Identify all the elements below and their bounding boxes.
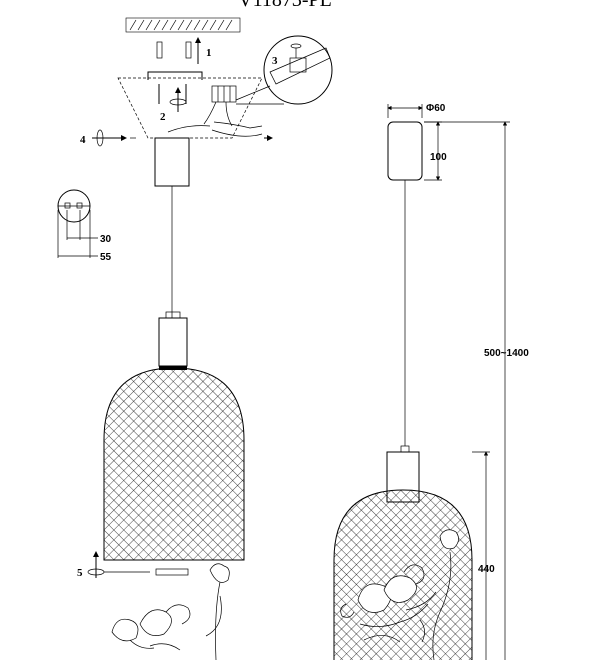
assembled-view bbox=[333, 104, 510, 660]
mounting-bracket bbox=[147, 71, 203, 80]
mesh-shade bbox=[103, 367, 245, 561]
step-4-label: 4 bbox=[80, 134, 86, 146]
wire-leads bbox=[167, 121, 263, 137]
mounting-plate-detail bbox=[57, 189, 98, 258]
canopy-diameter-dimension: Φ60 bbox=[426, 103, 446, 114]
rotate-arrow-icon bbox=[87, 551, 189, 578]
flower-decoration-icon bbox=[111, 563, 230, 660]
step-2-label: 2 bbox=[160, 111, 166, 123]
bracket-guide bbox=[117, 77, 263, 139]
total-height-dimension: 500~1400 bbox=[484, 348, 529, 359]
shade-height-dimension: 440 bbox=[478, 564, 495, 575]
step-1-label: 1 bbox=[206, 47, 212, 59]
wall-anchor-icon bbox=[156, 37, 201, 64]
ceiling-hatch bbox=[125, 17, 241, 33]
mount-inner-dimension: 30 bbox=[100, 234, 112, 245]
detail-zoom-circle bbox=[263, 35, 333, 105]
model-title: V11873-PL bbox=[238, 0, 332, 11]
mount-outer-dimension: 55 bbox=[100, 252, 112, 263]
canopy-height-dimension: 100 bbox=[430, 152, 447, 163]
step-5-label: 5 bbox=[77, 567, 83, 579]
side-screw-icon bbox=[92, 129, 136, 147]
exploded-view: 1 2 3 4 bbox=[77, 17, 333, 660]
screw-icon bbox=[158, 84, 187, 112]
terminal-block bbox=[203, 85, 237, 127]
zoom-leader bbox=[235, 85, 284, 105]
mesh-shade-assembled bbox=[333, 489, 473, 660]
flower-pattern-icon bbox=[340, 529, 459, 660]
detail-contents bbox=[269, 43, 331, 85]
lamp-socket bbox=[158, 317, 188, 367]
canopy bbox=[154, 137, 190, 187]
canopy-assembled bbox=[387, 121, 423, 181]
step-3-label: 3 bbox=[272, 55, 278, 67]
